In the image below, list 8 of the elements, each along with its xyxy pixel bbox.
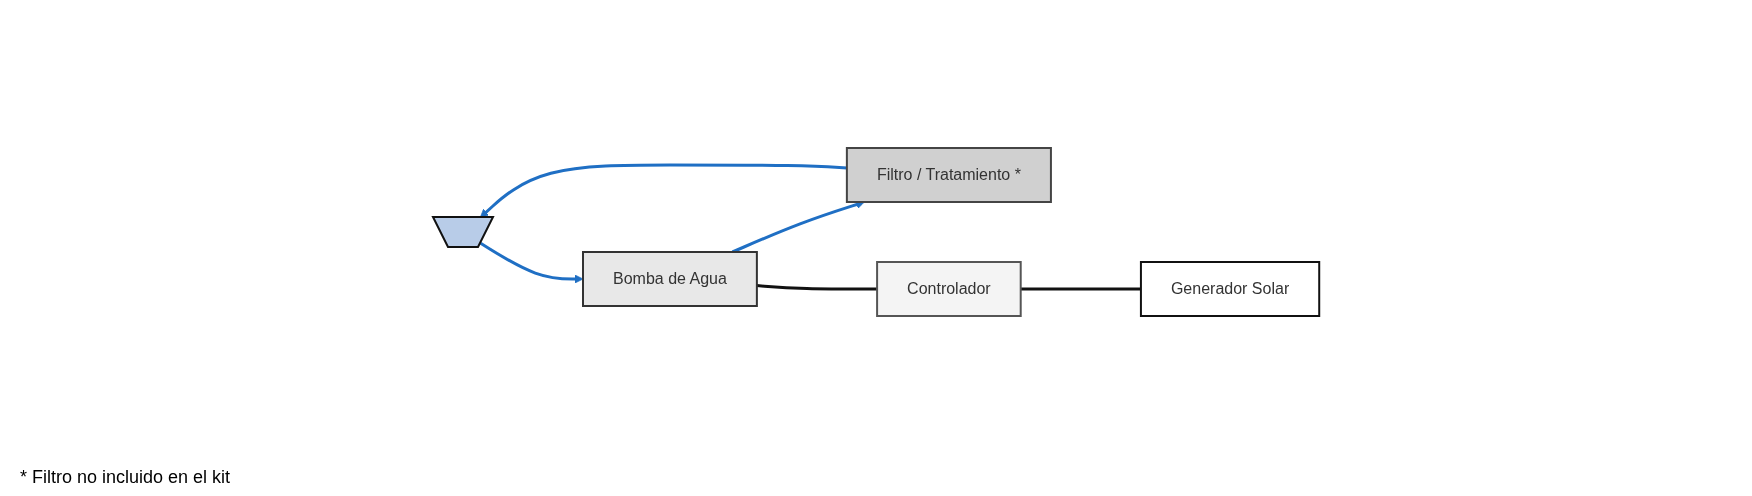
node-box: Controlador [876,260,1022,317]
node-box: Filtro / Tratamiento * [845,146,1052,203]
node-box: Generador Solar [1139,260,1321,317]
node-box: Bomba de Agua [581,250,758,307]
footnote: * Filtro no incluido en el kit [20,467,232,488]
connector [1020,287,1141,290]
node-picture [431,215,495,248]
connector [756,283,877,290]
